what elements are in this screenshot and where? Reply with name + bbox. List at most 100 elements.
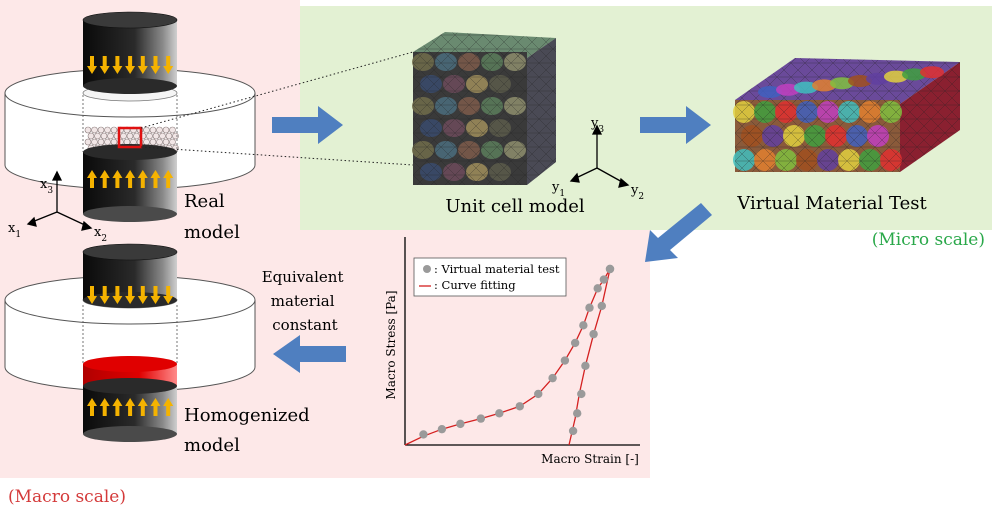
- axis-label-x1: x1: [8, 221, 21, 240]
- grain: [884, 70, 908, 83]
- load-arrow-down: [137, 286, 148, 304]
- powder-particle: [110, 138, 118, 146]
- powder-particle: [97, 138, 105, 146]
- data-point: [570, 338, 580, 348]
- arrow-to-virtual-test: [640, 106, 711, 144]
- load-arrow-down: [150, 286, 161, 304]
- legend-entry-points: : Virtual material test: [434, 262, 560, 276]
- data-point: [597, 301, 606, 311]
- legend-point-marker: [423, 265, 431, 273]
- load-arrow-down: [99, 56, 110, 74]
- load-arrows-up-bottom: [87, 398, 174, 416]
- data-point: [476, 414, 486, 423]
- powder-particle: [172, 132, 179, 140]
- load-arrow-up: [137, 170, 148, 188]
- data-point: [573, 409, 582, 418]
- data-point: [579, 321, 588, 330]
- load-arrow-down: [163, 286, 174, 304]
- data-point: [577, 389, 586, 399]
- grain: [776, 83, 800, 96]
- data-point: [605, 264, 615, 274]
- powder-particle: [149, 126, 157, 134]
- load-arrow-down: [112, 286, 123, 304]
- chart-marks: [404, 264, 615, 446]
- load-arrows-down-bottom: [87, 286, 174, 304]
- powder-particle: [84, 138, 92, 146]
- zoom-line-lower: [140, 146, 414, 166]
- powder-particle: [162, 138, 170, 146]
- unit-cell-label: Unit cell model: [445, 196, 585, 217]
- load-arrow-up: [125, 170, 136, 188]
- load-arrow-down: [137, 56, 148, 74]
- grain: [794, 81, 818, 94]
- axis-label-y3: y3: [590, 116, 604, 135]
- grain: [758, 86, 782, 98]
- data-point: [419, 430, 428, 439]
- grain: [812, 79, 836, 92]
- unit-cell-highlight: [117, 126, 143, 149]
- data-point: [560, 356, 570, 365]
- grain: [848, 75, 872, 87]
- powder-particle: [143, 126, 150, 134]
- load-arrow-down: [87, 286, 97, 304]
- data-point: [437, 424, 447, 434]
- data-point: [534, 389, 543, 399]
- load-arrow-down: [99, 286, 110, 304]
- powder-particle: [107, 132, 114, 140]
- load-arrow-up: [163, 170, 174, 188]
- load-arrows-down-top: [87, 56, 174, 74]
- chart-xlabel: Macro Strain [-]: [541, 452, 639, 466]
- arrow-to-unit-cell: [272, 106, 343, 144]
- macro-scale-label: (Macro scale): [8, 487, 126, 507]
- powder-particle: [143, 138, 150, 146]
- powder-particle: [91, 138, 98, 146]
- virtual-test-block: [733, 58, 960, 172]
- data-point: [568, 426, 578, 436]
- micro-scale-label: (Micro scale): [872, 230, 985, 250]
- load-arrow-up: [163, 398, 174, 416]
- homogenized-model-press: [4, 243, 256, 442]
- grain: [902, 68, 926, 81]
- real-model-label: Real model: [184, 191, 240, 243]
- load-arrow-up: [150, 398, 161, 416]
- powder-particle: [156, 138, 163, 146]
- powder-particle: [100, 132, 108, 140]
- macro-axes: [26, 170, 93, 231]
- micro-axes: [569, 124, 630, 188]
- real-model-press: [4, 11, 256, 222]
- data-point: [589, 329, 598, 339]
- load-arrow-up: [99, 398, 110, 416]
- data-point: [585, 303, 594, 312]
- grain: [830, 77, 854, 90]
- powder-particle: [159, 132, 166, 140]
- powder-particle: [104, 138, 111, 146]
- load-arrows-up-top: [87, 170, 174, 188]
- load-arrow-up: [125, 398, 136, 416]
- axis-label-x3: x3: [40, 177, 53, 196]
- load-arrow-down: [125, 56, 136, 74]
- powder-particle: [149, 138, 157, 146]
- data-point: [515, 402, 524, 411]
- data-point: [581, 361, 590, 370]
- axis-label-x2: x2: [94, 225, 107, 244]
- powder-particle: [133, 132, 140, 140]
- load-arrow-up: [150, 170, 161, 188]
- legend-entry-fit: : Curve fitting: [434, 278, 516, 292]
- powder-particle: [146, 132, 153, 140]
- axis-label-y2: y2: [630, 183, 644, 202]
- homogenized-model-label: Homogenized model: [184, 405, 315, 456]
- series-curve-fitting: [404, 268, 611, 446]
- powder-particle: [165, 132, 173, 140]
- load-arrow-down: [125, 286, 136, 304]
- powder-particle: [152, 132, 160, 140]
- load-arrow-up: [87, 398, 97, 416]
- load-arrow-up: [112, 170, 123, 188]
- axis-label-y1: y1: [551, 180, 565, 199]
- virtual-test-label: Virtual Material Test: [736, 193, 927, 214]
- zoom-line-upper: [140, 51, 414, 129]
- arrow-to-chart: [645, 203, 712, 262]
- load-arrow-up: [137, 398, 148, 416]
- powder-particle: [169, 126, 176, 134]
- powder-particle: [120, 132, 127, 140]
- grain: [920, 66, 944, 79]
